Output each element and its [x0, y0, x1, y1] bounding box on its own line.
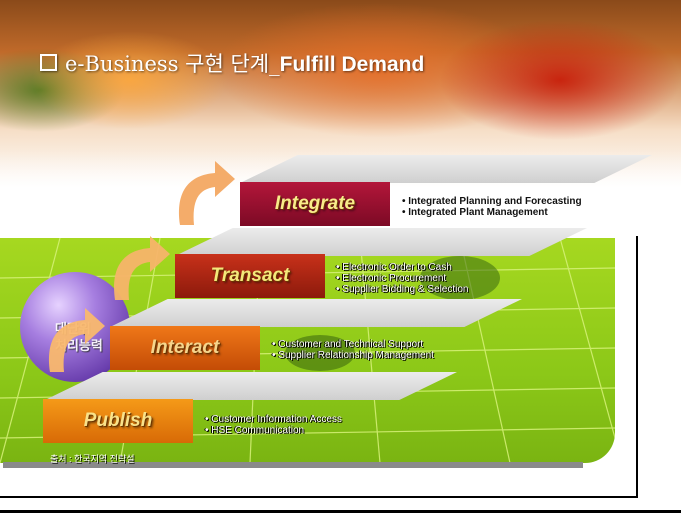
step-integrate-label: Integrate [274, 193, 356, 214]
source-note: 출처 : 한국지역 전략설 [50, 454, 135, 464]
transact-description: Electronic Order to Cash Electronic Proc… [336, 262, 468, 295]
title-korean-text: e-Business 구현 단계_ [65, 52, 280, 76]
step-top-integrate [240, 155, 652, 183]
step-transact: Transact [175, 254, 325, 298]
step-interact: Interact [110, 326, 260, 370]
page-bottom-border [0, 510, 681, 513]
step-transact-label: Transact [210, 265, 290, 286]
checkbox-bullet-icon [40, 54, 57, 71]
list-item: Customer and Technical Support [272, 339, 434, 350]
step-publish-label: Publish [83, 410, 153, 431]
list-item: Integrated Planning and Forecasting [402, 196, 581, 207]
step-publish: Publish [43, 399, 193, 443]
integrate-description: Integrated Planning and Forecasting Inte… [402, 196, 582, 218]
frame-right-border [636, 236, 638, 498]
list-item: Supplier Bidding & Selection [336, 284, 468, 295]
list-item: HSE Communication [205, 425, 342, 436]
publish-description: Customer Information Access HSE Communic… [205, 414, 342, 436]
curved-arrow-icon [179, 161, 235, 225]
list-item: Electronic Order to Cash [336, 262, 468, 273]
list-item: Electronic Procurement [336, 273, 468, 284]
frame-shadow [3, 462, 583, 468]
frame-bottom-border [0, 496, 636, 498]
step-top-publish [45, 372, 457, 400]
step-top-interact [110, 299, 522, 327]
step-integrate: Integrate [240, 182, 390, 226]
title-emphasis-text: Fulfill Demand [279, 53, 425, 76]
curved-arrow-icon [49, 308, 105, 372]
step-interact-label: Interact [150, 337, 220, 358]
list-item: Integrated Plant Management [402, 207, 582, 218]
list-item: Supplier Relationship Management [272, 350, 434, 361]
list-item: Customer Information Access [205, 414, 342, 425]
slide-title: e-Business 구현 단계_Fulfill Demand [40, 48, 424, 78]
curved-arrow-icon [114, 236, 170, 300]
step-top-transact [175, 228, 587, 256]
interact-description: Customer and Technical Support Supplier … [272, 339, 434, 361]
